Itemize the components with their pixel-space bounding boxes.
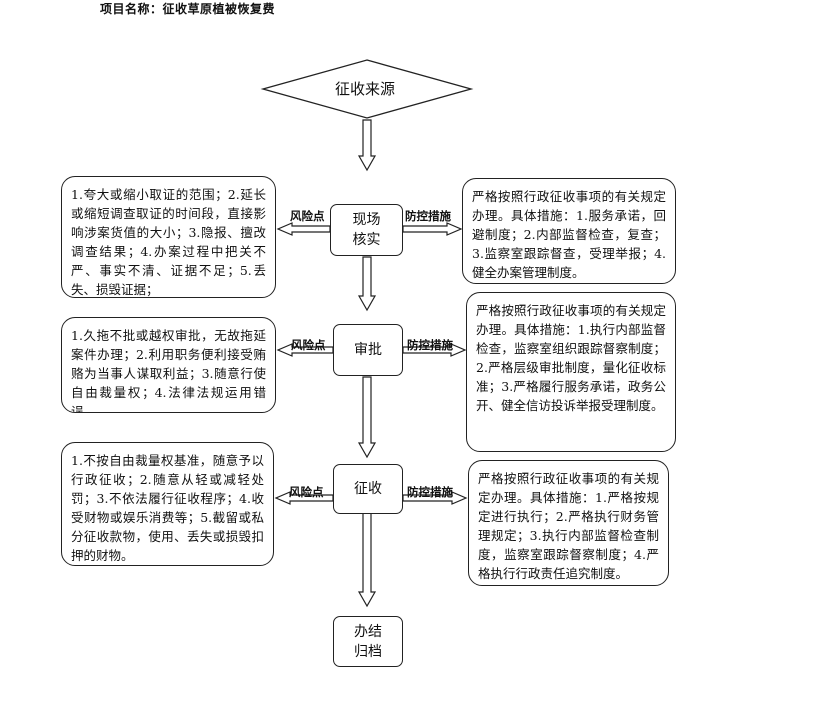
step-verify: 现场 核实: [330, 204, 403, 256]
step-archive: 办结 归档: [333, 616, 403, 667]
arrow-control-3: [402, 491, 468, 505]
arrow-control-1: [402, 222, 463, 236]
arrow-control-2: [402, 343, 467, 357]
risk-box-1: 1.夸大或缩小取证的范围；2.延长或缩短调查取证的时间段，直接影响涉案货值的大小…: [61, 176, 276, 298]
start-node-label: 征收来源: [334, 80, 395, 98]
arrow-verify-to-approve: [357, 256, 377, 312]
arrow-risk-2: [276, 343, 334, 357]
risk-tag-2: 风险点: [291, 338, 326, 352]
risk-box-2: 1.久拖不批或越权审批，无故拖延案件办理；2.利用职务便利接受贿赂为当事人谋取利…: [61, 317, 276, 413]
risk-box-3: 1.不按自由裁量权基准，随意予以行政征收；2.随意从轻或减轻处罚；3.不依法履行…: [61, 442, 274, 566]
control-box-1: 严格按照行政征收事项的有关规定办理。具体措施：1.服务承诺，回避制度；2.内部监…: [462, 178, 676, 284]
arrow-start-to-verify: [357, 119, 377, 172]
control-box-3: 严格按照行政征收事项的有关规定办理。具体措施：1.严格按规定进行执行；2.严格执…: [468, 460, 669, 586]
control-tag-1: 防控措施: [405, 209, 451, 223]
step-approve: 审批: [333, 324, 403, 376]
arrow-levy-to-archive: [357, 512, 377, 608]
step-levy: 征收: [333, 464, 403, 514]
project-title: 项目名称：征收草原植被恢复费: [100, 2, 276, 16]
control-box-2: 严格按照行政征收事项的有关规定办理。具体措施：1.执行内部监督检查，监察室组织跟…: [466, 292, 676, 452]
control-tag-3: 防控措施: [407, 485, 453, 499]
arrow-risk-3: [274, 491, 334, 505]
risk-tag-3: 风险点: [289, 485, 324, 499]
start-diamond: [260, 59, 474, 119]
risk-tag-1: 风险点: [290, 209, 325, 223]
arrow-approve-to-levy: [357, 376, 377, 459]
control-tag-2: 防控措施: [407, 338, 453, 352]
arrow-risk-1: [276, 222, 331, 236]
